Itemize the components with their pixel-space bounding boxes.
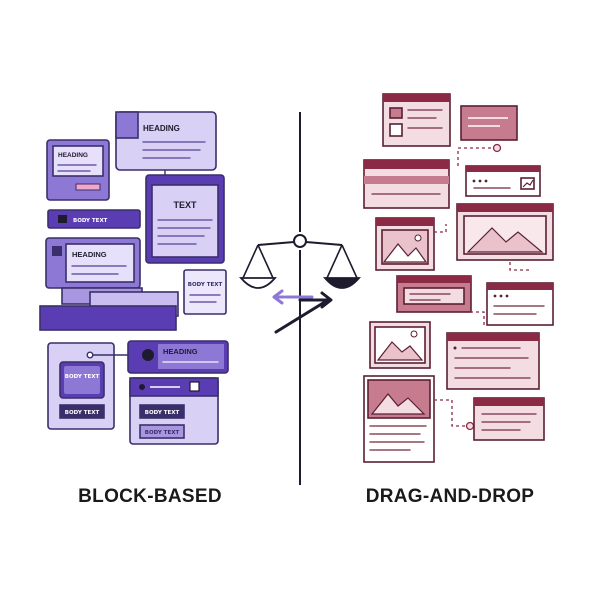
dnd-image-document bbox=[363, 375, 435, 463]
block-heading-card-low: HEADING bbox=[127, 340, 229, 374]
block-button-card: BODY TEXT BODY TEXT bbox=[129, 377, 219, 445]
block-text-bar: BODY TEXT bbox=[47, 209, 141, 229]
block-heading-card-mid: HEADING bbox=[45, 237, 141, 289]
balance-scale-icon bbox=[239, 234, 361, 289]
dnd-text-window-mid bbox=[446, 332, 540, 390]
swap-arrows-icon bbox=[272, 289, 333, 334]
block-heading-card-small: HEADING bbox=[46, 139, 110, 201]
dnd-image-card-small bbox=[375, 217, 435, 271]
dnd-text-strip bbox=[396, 275, 472, 313]
block-button-3: BODY TEXT bbox=[145, 430, 180, 436]
block-bar-text: BODY TEXT bbox=[73, 218, 108, 224]
drag-and-drop-cluster bbox=[363, 93, 554, 463]
dnd-card-top-right bbox=[460, 105, 518, 141]
dnd-image-frame bbox=[369, 321, 431, 369]
block-body-small-right: BODY TEXT bbox=[188, 282, 223, 288]
block-heading-low: HEADING bbox=[163, 347, 198, 356]
block-stepped-bars bbox=[39, 287, 179, 331]
block-heading-mid: HEADING bbox=[72, 250, 107, 259]
block-based-cluster: HEADING HEADING TEXT bbox=[39, 111, 229, 445]
block-button-1: BODY TEXT bbox=[65, 410, 100, 416]
block-body-card-right: BODY TEXT bbox=[183, 269, 227, 315]
dnd-window-wide bbox=[363, 159, 450, 209]
dnd-image-card-large bbox=[456, 203, 554, 261]
dnd-page-top bbox=[382, 93, 451, 147]
block-button-2: BODY TEXT bbox=[145, 410, 180, 416]
block-heading-top: HEADING bbox=[143, 124, 180, 133]
block-body-card-label: BODY TEXT bbox=[65, 374, 100, 380]
dnd-text-window-bottom bbox=[473, 397, 545, 441]
dnd-text-window-right bbox=[486, 282, 554, 326]
block-body-card: BODY TEXT BODY TEXT bbox=[47, 342, 115, 430]
block-based-caption: BLOCK-BASED bbox=[78, 486, 222, 507]
block-text-card: TEXT bbox=[145, 174, 225, 264]
block-heading-card-top: HEADING bbox=[115, 111, 217, 171]
dnd-browser-chart bbox=[465, 165, 541, 197]
block-heading-small: HEADING bbox=[58, 152, 88, 159]
block-text-label: TEXT bbox=[173, 200, 197, 210]
drag-and-drop-caption: DRAG-AND-DROP bbox=[365, 486, 535, 507]
center-divider bbox=[239, 112, 361, 485]
